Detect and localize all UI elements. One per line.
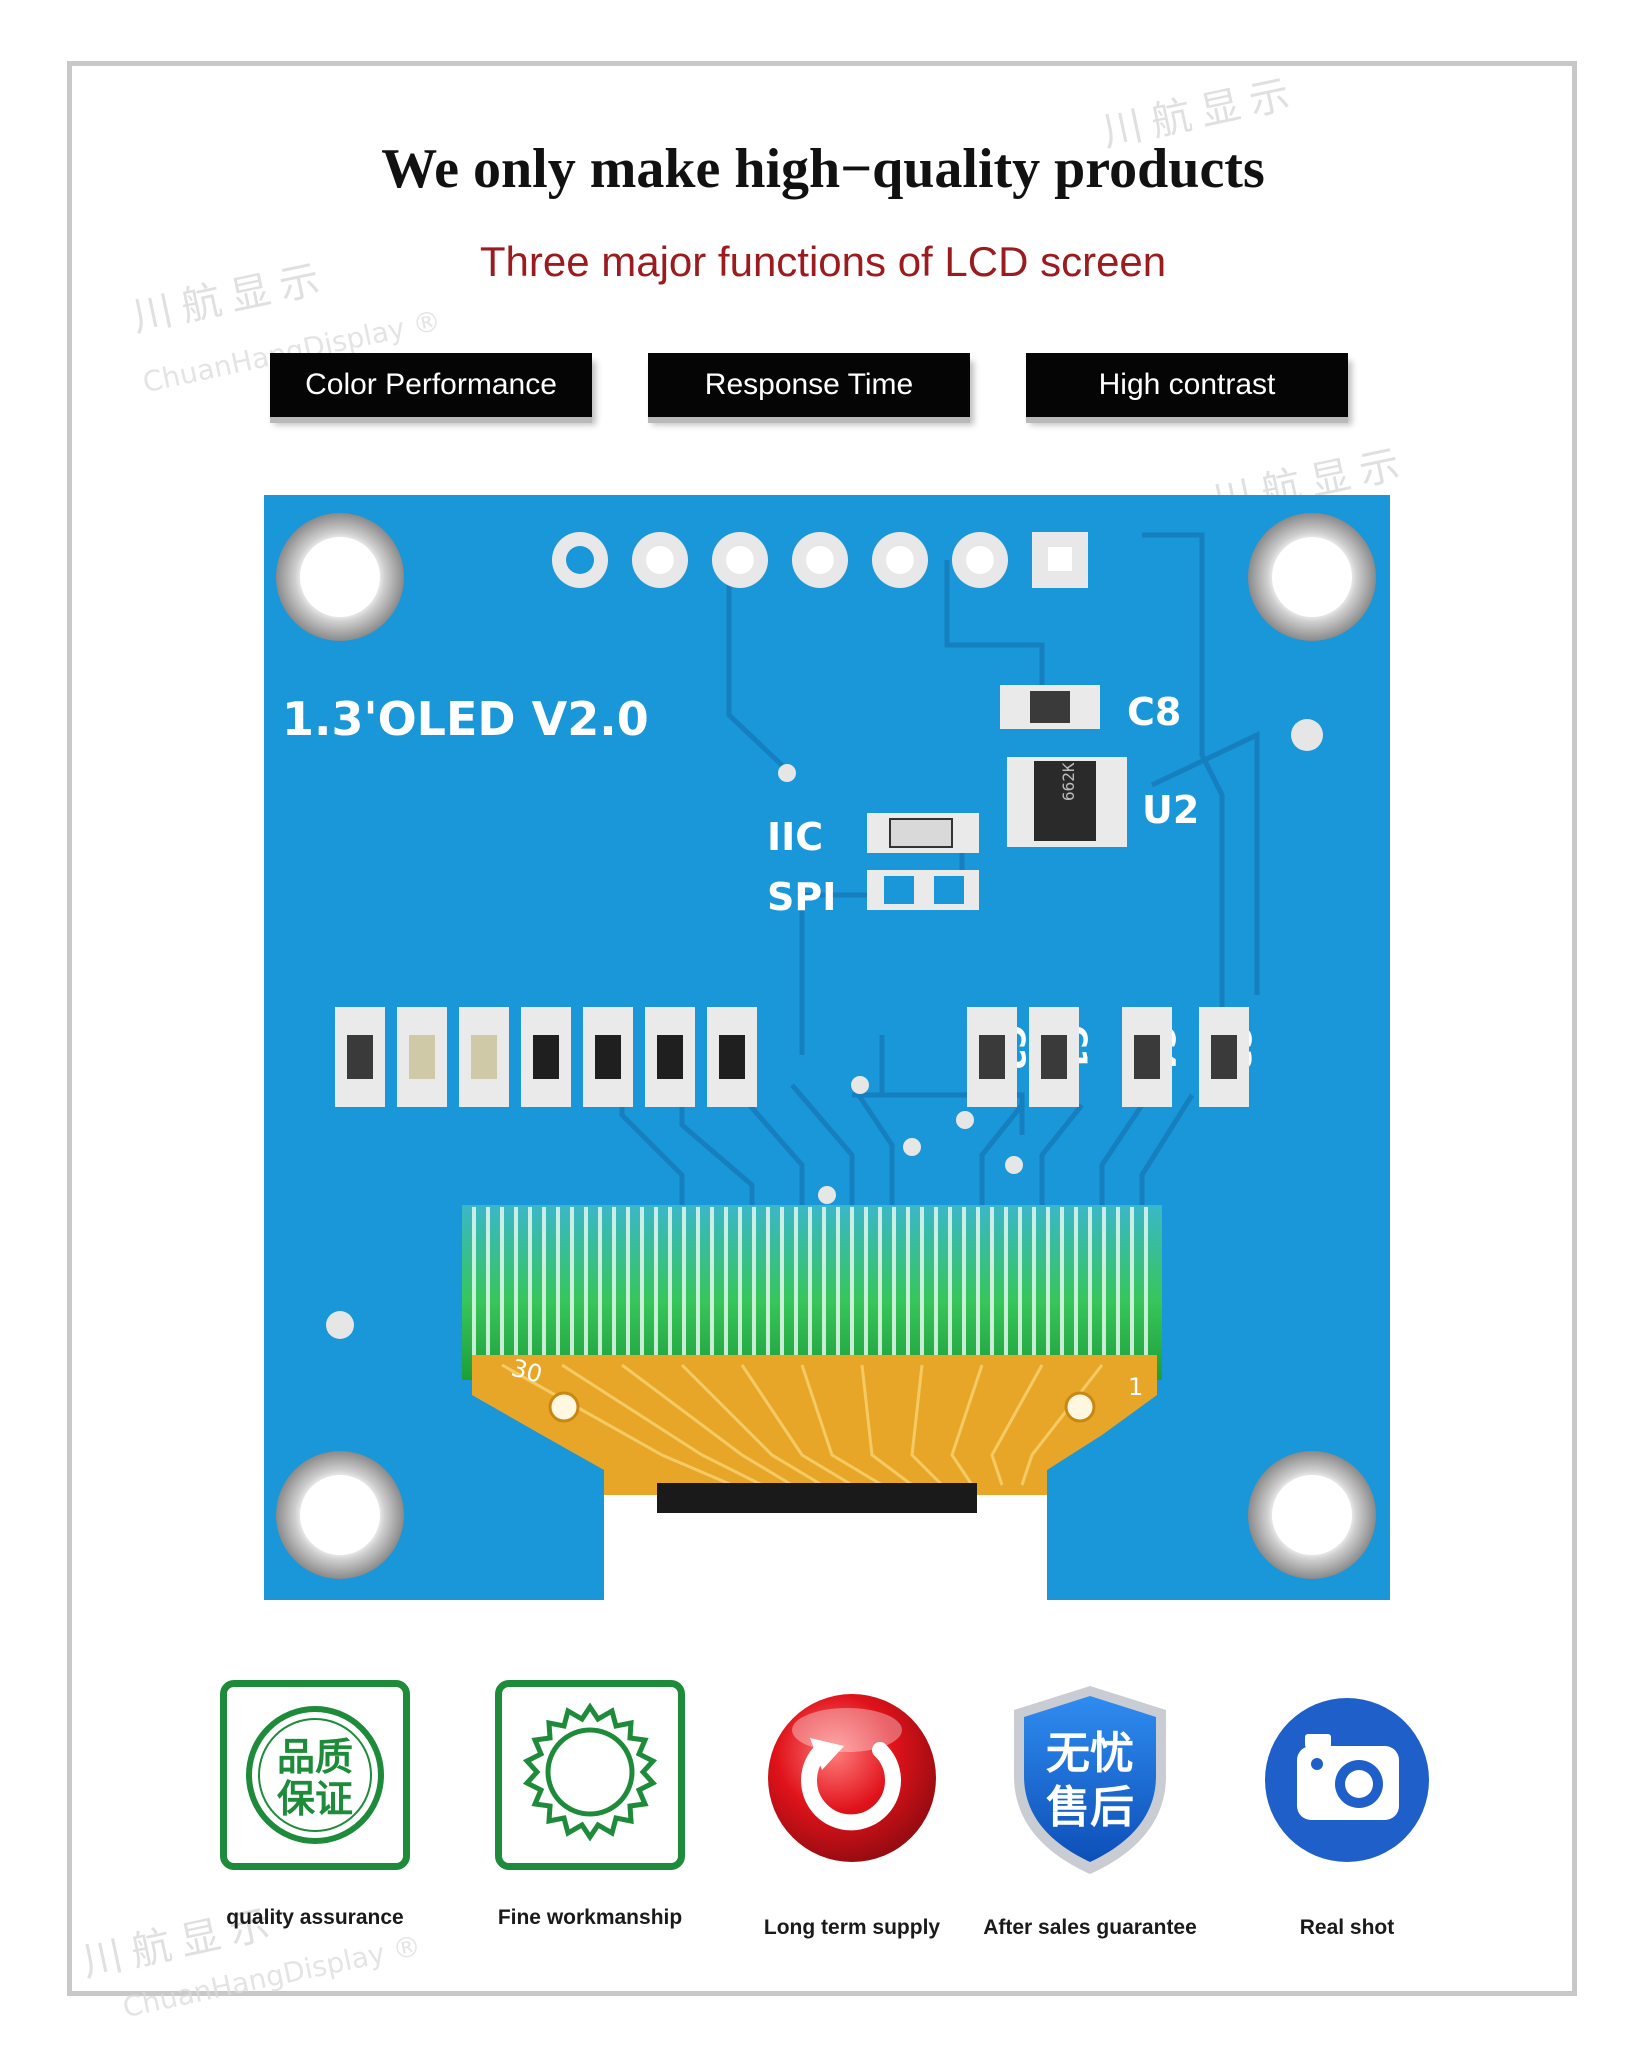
page-subtitle: Three major functions of LCD screen [479, 238, 1167, 285]
feature-quality-assurance: 品质 保证 quality assurance [190, 1680, 440, 1930]
feature-label: Real shot [1299, 1916, 1395, 1939]
c8-label: C8 [1127, 690, 1181, 734]
feature-label: quality assurance [226, 1906, 404, 1929]
flex-connector [657, 1483, 977, 1513]
header-pins [552, 532, 1088, 588]
smd-components [335, 1007, 1249, 1107]
tag-high-contrast: High contrast [1026, 353, 1348, 417]
u2-chip [1034, 761, 1096, 841]
svg-text:保证: 保证 [277, 1777, 353, 1821]
flex-cable [472, 1355, 1157, 1495]
svg-text:售后: 售后 [1046, 1782, 1134, 1833]
feature-fine-workmanship: Fine workmanship [465, 1680, 715, 1930]
camera-icon [1247, 1680, 1447, 1880]
spi-label: SPI [767, 875, 836, 919]
svg-text:无忧: 无忧 [1046, 1728, 1134, 1779]
quality-badge-icon: 品质 保证 [220, 1680, 410, 1870]
gear-icon [495, 1680, 685, 1870]
refresh-icon [752, 1680, 952, 1880]
feature-label: Long term supply [763, 1916, 941, 1939]
mounting-holes [276, 513, 1376, 1579]
model-label: 1.3'OLED V2.0 [282, 692, 649, 746]
svg-text:品质: 品质 [277, 1735, 353, 1779]
shield-icon: 无忧 售后 [990, 1680, 1190, 1880]
feature-long-term-supply: Long term supply [727, 1680, 977, 1940]
oled-module-image: 1.3'OLED V2.0 IIC SPI C8 U2 662K C9 C6 C… [264, 495, 1390, 1600]
tag-response-time: Response Time [648, 353, 970, 417]
feature-after-sales-guarantee: 无忧 售后 After sales guarantee [965, 1680, 1215, 1940]
feature-label: Fine workmanship [497, 1906, 683, 1929]
feature-real-shot: Real shot [1222, 1680, 1472, 1940]
page-title: We only make high−quality products [381, 138, 1265, 200]
u2-label: U2 [1142, 788, 1199, 832]
svg-text:662K: 662K [1059, 762, 1078, 801]
tag-color-performance: Color Performance [270, 353, 592, 417]
svg-text:1: 1 [1128, 1373, 1143, 1401]
iic-label: IIC [767, 815, 823, 859]
feature-label: After sales guarantee [983, 1916, 1197, 1939]
